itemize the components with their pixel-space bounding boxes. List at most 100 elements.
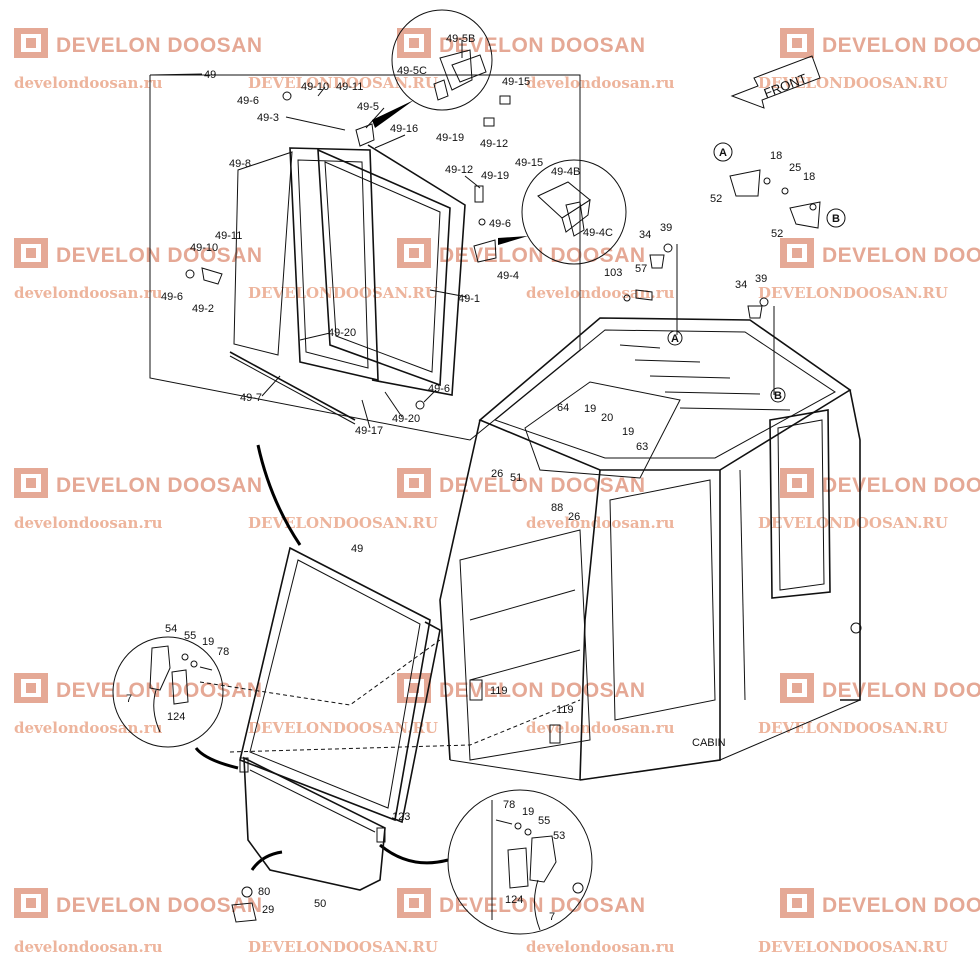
callout-label: 49-7	[240, 392, 262, 404]
watermark-url: develondoosan.ru	[526, 938, 675, 956]
callout-label: 49-20	[392, 413, 420, 425]
callout-label: 49	[351, 543, 363, 555]
watermark-url: DEVELONDOOSAN.RU	[758, 284, 948, 302]
watermark-url: develondoosan.ru	[14, 514, 163, 532]
front-direction-arrow: FRONT	[730, 55, 821, 109]
reference-markers: A B A B	[671, 147, 840, 402]
callout-label: 49-6	[428, 383, 450, 395]
brand-logo	[397, 238, 431, 268]
callout-label: 19	[522, 806, 534, 818]
callout-label: 18	[770, 150, 782, 162]
callout-label: 49-4C	[583, 227, 613, 239]
callout-label: 55	[184, 630, 196, 642]
callout-label: 54	[165, 623, 177, 635]
callout-label: 49-8	[229, 158, 251, 170]
callout-label: 49-2	[192, 303, 214, 315]
callout-label: 55	[538, 815, 550, 827]
callout-label: 49-1	[458, 293, 480, 305]
callout-label: 26	[568, 511, 580, 523]
callout-label: 49-12	[480, 138, 508, 150]
callout-label: 78	[217, 646, 229, 658]
callout-label: 124	[505, 894, 523, 906]
brand-logo	[780, 673, 814, 703]
callout-label: 49-11	[215, 230, 242, 242]
marker-a-label: A	[719, 147, 727, 159]
callout-label: 49-5	[357, 101, 379, 113]
callout-label: 63	[636, 441, 648, 453]
watermark-url: develondoosan.ru	[526, 719, 675, 737]
watermark-brand: DEVELON DOOSAN	[56, 34, 263, 57]
detail-circle-49-4	[498, 159, 627, 265]
callout-label: 49-15	[515, 157, 543, 169]
detail-circle-49-5	[372, 9, 493, 128]
callout-label: 49-10	[190, 242, 218, 254]
callout-label: 64	[557, 402, 569, 414]
marker-a-label: A	[671, 333, 679, 345]
brand-logo	[780, 28, 814, 58]
roof-small-parts	[623, 243, 786, 403]
watermark-url: DEVELONDOOSAN.RU	[758, 74, 948, 92]
callout-label: 34	[639, 229, 651, 241]
brand-logo	[397, 28, 431, 58]
callout-label: 49-3	[257, 112, 279, 124]
callout-label: 49-20	[328, 327, 356, 339]
watermark-brand: DEVELON DOOSAN	[822, 244, 980, 267]
watermark-url: develondoosan.ru	[14, 719, 163, 737]
callout-label: 52	[710, 193, 722, 205]
watermark-url: develondoosan.ru	[14, 74, 163, 92]
marker-b-label: B	[832, 213, 840, 225]
callout-label: 49-5B	[446, 33, 475, 45]
watermark-url: develondoosan.ru	[526, 514, 675, 532]
watermark-layer: DEVELON DOOSAN DEVELON DOOSAN DEVELON DO…	[14, 28, 980, 956]
watermark-brand: DEVELON DOOSAN	[56, 894, 263, 917]
watermark-url: develondoosan.ru	[526, 284, 675, 302]
watermark-brand: DEVELON DOOSAN	[56, 679, 263, 702]
bracket-52-group	[713, 142, 846, 229]
watermark-url: DEVELONDOOSAN.RU	[758, 719, 948, 737]
watermark-brand: DEVELON DOOSAN	[822, 474, 980, 497]
callout-label: 49-6	[489, 218, 511, 230]
handle-29-group	[231, 886, 257, 923]
watermark-brand: DEVELON DOOSAN	[439, 894, 646, 917]
callout-label: 103	[604, 267, 622, 279]
callout-label: 51	[510, 472, 522, 484]
callout-label: 53	[553, 830, 565, 842]
door-window-assembly	[199, 546, 581, 891]
watermark-url: DEVELONDOOSAN.RU	[758, 938, 948, 956]
watermark-url: DEVELONDOOSAN.RU	[248, 74, 438, 92]
watermark-url: DEVELONDOOSAN.RU	[248, 284, 438, 302]
detail-circle-latch-left	[112, 636, 224, 748]
watermark-url: develondoosan.ru	[526, 74, 675, 92]
callout-label: 49-12	[445, 164, 473, 176]
cabin-body: CABIN	[439, 317, 862, 781]
callout-label: 49-17	[355, 425, 383, 437]
marker-b-label: B	[774, 390, 782, 402]
callout-label: 119	[490, 685, 508, 697]
watermark-url: develondoosan.ru	[14, 938, 163, 956]
callout-label: 49-10	[301, 81, 329, 93]
callout-label: 57	[635, 263, 647, 275]
brand-logo	[14, 673, 48, 703]
watermark-brand: DEVELON DOOSAN	[439, 679, 646, 702]
watermark-url: develondoosan.ru	[14, 284, 163, 302]
callout-label: 18	[803, 171, 815, 183]
callout-label: 26	[491, 468, 503, 480]
callout-label: 88	[551, 502, 563, 514]
detail-circle-latch-right	[447, 789, 593, 935]
callout-label: 29	[262, 904, 274, 916]
callout-label: 49-6	[237, 95, 259, 107]
brand-logo	[14, 238, 48, 268]
callout-label: 49-5C	[397, 65, 427, 77]
cabin-label: CABIN	[692, 737, 726, 749]
callout-label: 78	[503, 799, 515, 811]
callout-labels: 49 49-5B 49-5C 49-15 49-10 49-11 49-6 49…	[126, 33, 815, 923]
callout-label: 49-15	[502, 76, 530, 88]
callout-label: 52	[771, 228, 783, 240]
callout-label: 80	[258, 886, 270, 898]
watermark-url: DEVELONDOOSAN.RU	[248, 514, 438, 532]
callout-label: 50	[314, 898, 326, 910]
watermark-url: DEVELONDOOSAN.RU	[248, 719, 438, 737]
callout-label: 19	[622, 426, 634, 438]
callout-label: 49-4	[497, 270, 519, 282]
